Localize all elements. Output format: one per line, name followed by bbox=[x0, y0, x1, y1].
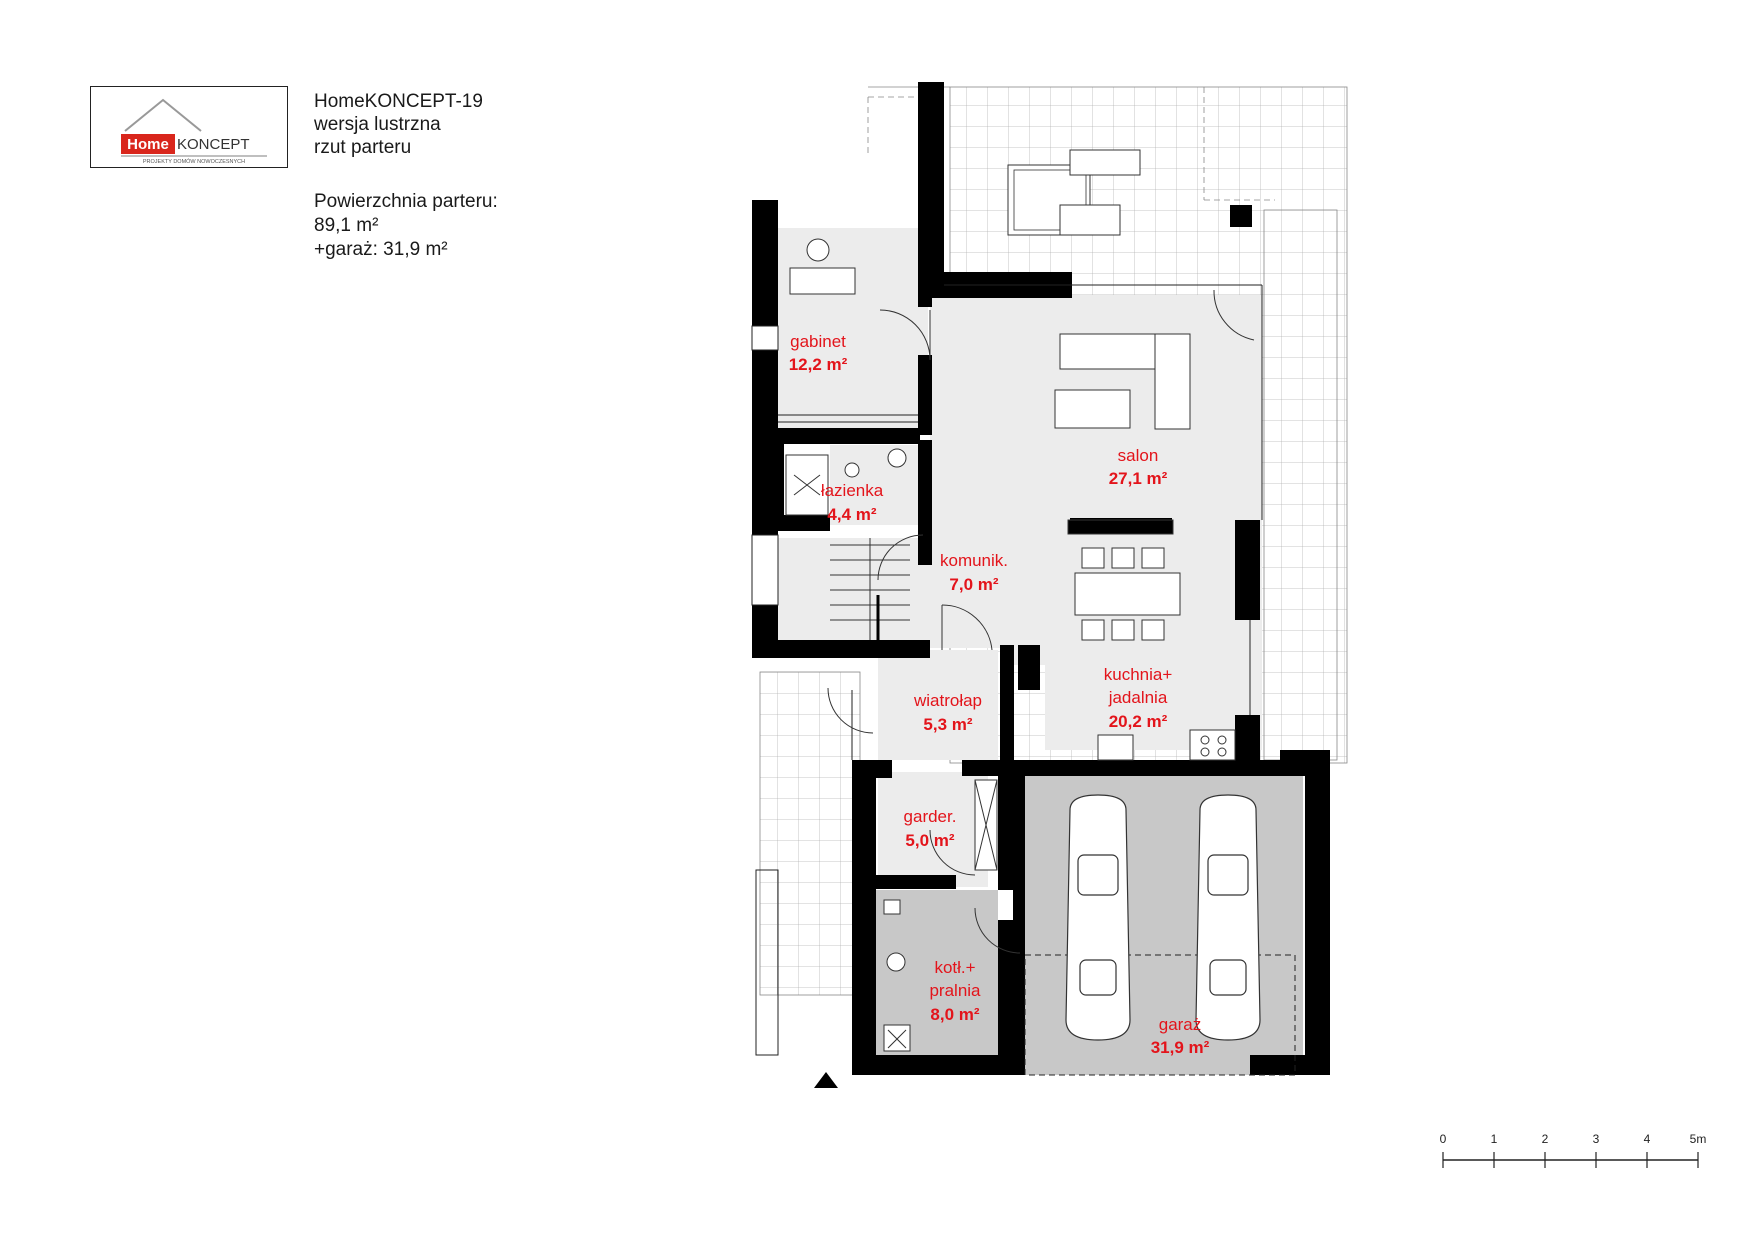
room-gabinet-area: 12,2 m² bbox=[789, 355, 848, 374]
scale-tick-5: 5m bbox=[1690, 1132, 1707, 1146]
room-gabinet-name: gabinet bbox=[790, 332, 846, 351]
scale-tick-4: 4 bbox=[1644, 1132, 1651, 1146]
room-kuchnia-name-1: kuchnia+ bbox=[1104, 665, 1173, 684]
logo-brand-light: KONCEPT bbox=[177, 136, 250, 153]
area-label: Powierzchnia parteru: bbox=[314, 191, 498, 212]
room-garder-name: garder. bbox=[904, 807, 957, 826]
room-kotl-name-1: kotł.+ bbox=[934, 958, 975, 977]
office-furniture bbox=[789, 238, 856, 295]
floor-area: 89,1 m² bbox=[314, 215, 379, 236]
room-lazienka-name: łazienka bbox=[821, 481, 884, 500]
project-title: HomeKONCEPT-19 wersja lustrzna rzut part… bbox=[314, 90, 483, 159]
entrance-arrow-icon bbox=[814, 1072, 838, 1088]
room-wiatrolap-area: 5,3 m² bbox=[923, 715, 972, 734]
house-roof-icon: Home KONCEPT PROJEKTY DOMÓW NOWOCZESNYCH bbox=[121, 98, 267, 165]
room-kotl-name-2: pralnia bbox=[929, 981, 981, 1000]
room-labels: gabinet 12,2 m² łazienka 4,4 m² salon 27… bbox=[789, 332, 1210, 1057]
room-garaz-area: 31,9 m² bbox=[1151, 1038, 1210, 1057]
area-summary: Powierzchnia parteru: 89,1 m² +garaż: 31… bbox=[314, 190, 498, 262]
room-kotl-area: 8,0 m² bbox=[930, 1005, 979, 1024]
drawing-name: rzut parteru bbox=[314, 137, 412, 158]
window-lines bbox=[751, 284, 1296, 1076]
garage-area: +garaż: 31,9 m² bbox=[314, 239, 448, 260]
room-salon-area: 27,1 m² bbox=[1109, 469, 1168, 488]
project-name: HomeKONCEPT-19 bbox=[314, 91, 483, 112]
scale-tick-2: 2 bbox=[1542, 1132, 1549, 1146]
room-kuchnia-area: 20,2 m² bbox=[1109, 712, 1168, 731]
wardrobe bbox=[974, 779, 998, 871]
scale-tick-0: 0 bbox=[1440, 1132, 1447, 1146]
kitchen-counter bbox=[1097, 729, 1236, 761]
room-lazienka-area: 4,4 m² bbox=[827, 505, 876, 524]
logo-brand-bold: Home bbox=[127, 136, 169, 153]
logo: Home KONCEPT PROJEKTY DOMÓW NOWOCZESNYCH bbox=[90, 86, 288, 168]
room-salon-name: salon bbox=[1118, 446, 1159, 465]
project-variant: wersja lustrzna bbox=[314, 114, 441, 135]
scale-tick-3: 3 bbox=[1593, 1132, 1600, 1146]
garage-cars bbox=[1065, 794, 1261, 1041]
scale-bar: 0 1 2 3 4 5m bbox=[1440, 1132, 1707, 1168]
bathroom-fixtures bbox=[785, 448, 907, 516]
walls bbox=[752, 82, 1330, 1075]
living-room-sofa bbox=[1054, 333, 1191, 535]
dining-table bbox=[1074, 547, 1181, 641]
room-garder-area: 5,0 m² bbox=[905, 831, 954, 850]
room-komunik-area: 7,0 m² bbox=[949, 575, 998, 594]
laundry-fixtures bbox=[883, 899, 911, 1052]
door-swings bbox=[827, 289, 1255, 954]
room-garaz-name: garaż bbox=[1159, 1015, 1202, 1034]
room-kuchnia-name-2: jadalnia bbox=[1108, 688, 1168, 707]
room-komunik-name: komunik. bbox=[940, 551, 1008, 570]
room-wiatrolap-name: wiatrołap bbox=[913, 691, 982, 710]
scale-tick-1: 1 bbox=[1491, 1132, 1498, 1146]
staircase bbox=[830, 538, 910, 645]
logo-tagline: PROJEKTY DOMÓW NOWOCZESNYCH bbox=[143, 158, 245, 165]
